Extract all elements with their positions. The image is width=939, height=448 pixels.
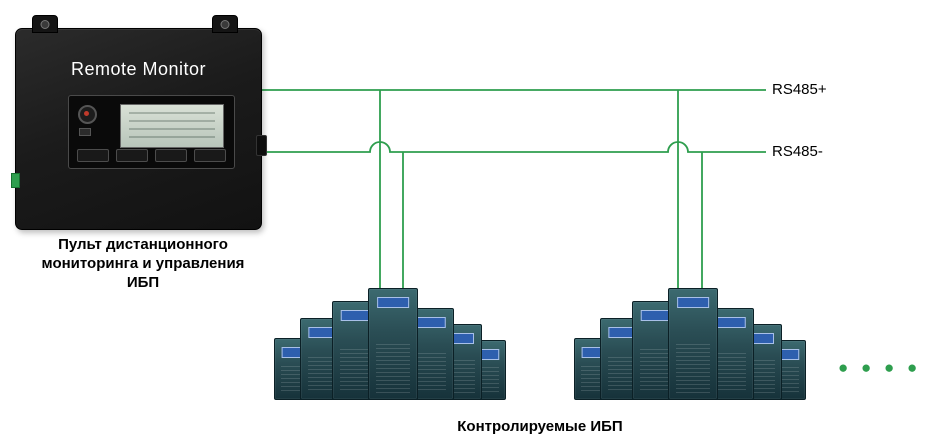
mounting-hole-icon bbox=[220, 20, 230, 29]
lcd-screen bbox=[120, 104, 224, 148]
ups-vents bbox=[339, 349, 373, 393]
panel-button bbox=[155, 149, 187, 162]
side-led-icon bbox=[11, 173, 20, 188]
ups-screen bbox=[714, 317, 746, 328]
power-knob-icon bbox=[78, 105, 97, 124]
ups-screen bbox=[340, 310, 372, 321]
rs485-minus-label: RS485- bbox=[772, 143, 823, 160]
lcd-content bbox=[129, 112, 215, 140]
ups-vents bbox=[413, 352, 447, 393]
ups-screen bbox=[414, 317, 446, 328]
rs485-plus-label: RS485+ bbox=[772, 81, 827, 98]
mounting-ear-left bbox=[32, 15, 58, 33]
rs485-minus-line bbox=[258, 141, 766, 153]
device-title: Remote Monitor bbox=[70, 59, 207, 79]
ups-vents bbox=[376, 343, 410, 393]
knob-indicator-dot bbox=[84, 111, 89, 116]
panel-button-row bbox=[77, 149, 226, 162]
ups-caption: Контролируемые ИБП bbox=[457, 418, 623, 435]
ups-vents bbox=[713, 352, 747, 393]
remote-monitor-device: Remote Monitor bbox=[11, 15, 267, 230]
mounting-hole-icon bbox=[40, 20, 50, 29]
ups-screen bbox=[677, 297, 709, 308]
panel-button bbox=[77, 149, 109, 162]
mounting-ear-right bbox=[212, 15, 238, 33]
ups-cluster-2 bbox=[572, 288, 806, 402]
ups-tower bbox=[668, 288, 718, 400]
ups-cluster-1 bbox=[272, 288, 506, 402]
ups-vents bbox=[639, 349, 673, 393]
status-led-icon bbox=[79, 128, 91, 136]
ups-tower bbox=[368, 288, 418, 400]
ups-screen bbox=[640, 310, 672, 321]
device-caption: Пульт дистанционного мониторинга и управ… bbox=[41, 236, 245, 291]
side-connector bbox=[256, 135, 267, 156]
panel-button bbox=[116, 149, 148, 162]
control-panel bbox=[68, 95, 235, 169]
ups-vents bbox=[676, 343, 710, 393]
more-ups-ellipsis: ● ● ● ● bbox=[838, 358, 922, 377]
panel-button bbox=[194, 149, 226, 162]
ups-screen bbox=[377, 297, 409, 308]
